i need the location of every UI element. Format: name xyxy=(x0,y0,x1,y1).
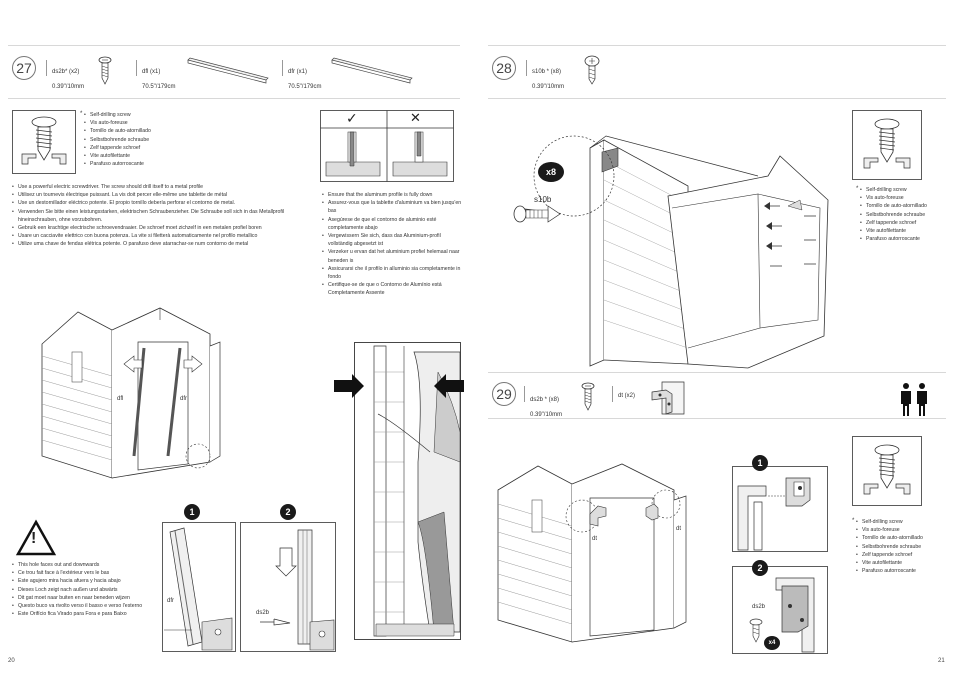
page-number-right: 21 xyxy=(938,658,945,664)
step29-detail2-label: ds2b xyxy=(752,604,766,610)
step27-part1: ds2b* (x2) 0.39"/10mm xyxy=(52,68,85,90)
step27-part3: dfr (x1) 70.5"/179cm xyxy=(288,68,322,90)
profile-check-diagram xyxy=(320,110,454,182)
step27-part2: dfl (x1) 70.5"/179cm xyxy=(142,68,176,90)
shed-label-dfl: dfl xyxy=(117,396,124,402)
step29-number: 29 xyxy=(492,382,516,406)
screw-icon xyxy=(581,382,595,411)
step29-qty-badge: x4 xyxy=(764,636,780,650)
shed-label-dt-left: dt xyxy=(592,536,598,542)
step27-bottom-rule xyxy=(8,98,460,99)
hole-warning-list: This hole faces out and downwards Ce tro… xyxy=(12,561,160,619)
screw-note-star: * xyxy=(80,111,83,117)
detail1-callout: 1 xyxy=(184,504,200,520)
shed-illustration-step29 xyxy=(497,463,687,643)
detail2-label: ds2b xyxy=(256,610,270,616)
detail1-label: dfr xyxy=(167,598,175,604)
warning-exclamation: ! xyxy=(31,530,37,547)
profile-rail-icon xyxy=(331,57,413,84)
screw-names-list: Self-drilling screw Vis auto-foreuse Tor… xyxy=(84,111,204,169)
top-rule-left xyxy=(8,45,460,46)
shed-label-dfr: dfr xyxy=(180,396,188,402)
detail-box-1 xyxy=(162,522,236,652)
step29-header-rule xyxy=(488,418,946,419)
step27-number: 27 xyxy=(12,56,36,80)
step29-detail2-callout: 2 xyxy=(752,560,768,576)
screw-names-list-step28: Self-drilling screw Vis auto-foreuse Tor… xyxy=(860,186,948,244)
step29-top-rule xyxy=(488,372,946,373)
cross-mark-icon: ✕ xyxy=(410,110,421,125)
bracket-icon xyxy=(651,381,685,415)
check-mark-icon: ✓ xyxy=(346,110,358,126)
driver-instructions-list: Use a powerful electric screwdriver. The… xyxy=(12,183,294,249)
screw-note-star: * xyxy=(856,186,859,192)
profile-instructions-list: Ensure that the aluminum profile is full… xyxy=(322,191,462,298)
detail2-callout: 2 xyxy=(280,504,296,520)
top-rule-right xyxy=(488,45,946,46)
screw-note-star: * xyxy=(852,518,855,524)
detail-box-2 xyxy=(240,522,336,652)
step28-number: 28 xyxy=(492,56,516,80)
screw-detail-icon xyxy=(852,436,922,506)
step28-part1: s10b * (x8) 0.39"/10mm xyxy=(532,68,565,90)
shed-interior-step28 xyxy=(513,135,829,369)
screw-icon xyxy=(98,56,112,85)
profile-rail-icon xyxy=(187,57,269,84)
screw-detail-icon xyxy=(852,110,922,180)
shed-label-dt-right: dt xyxy=(676,526,682,532)
step29-detail-box-2 xyxy=(732,566,828,654)
step28-quantity-badge: x8 xyxy=(538,162,564,182)
page-number-left: 20 xyxy=(8,658,15,664)
step29-detail-box-1 xyxy=(732,466,828,552)
person-installing-profile-diagram xyxy=(334,342,464,640)
screw-names-list-step29: Self-drilling screw Vis auto-foreuse Tor… xyxy=(856,518,948,576)
screw-detail-icon xyxy=(12,110,76,174)
screw-icon xyxy=(584,55,600,85)
step29-part1: ds2b * (x8) 0.39"/10mm xyxy=(530,396,563,418)
two-people-icon xyxy=(901,383,927,416)
warning-triangle-icon xyxy=(15,519,57,556)
step28-screw-label: s10b xyxy=(534,195,552,204)
step28-bottom-rule xyxy=(488,98,946,99)
step29-detail1-callout: 1 xyxy=(752,455,768,471)
shed-illustration-step27 xyxy=(41,307,221,479)
step29-part2: dt (x2) xyxy=(618,393,636,399)
